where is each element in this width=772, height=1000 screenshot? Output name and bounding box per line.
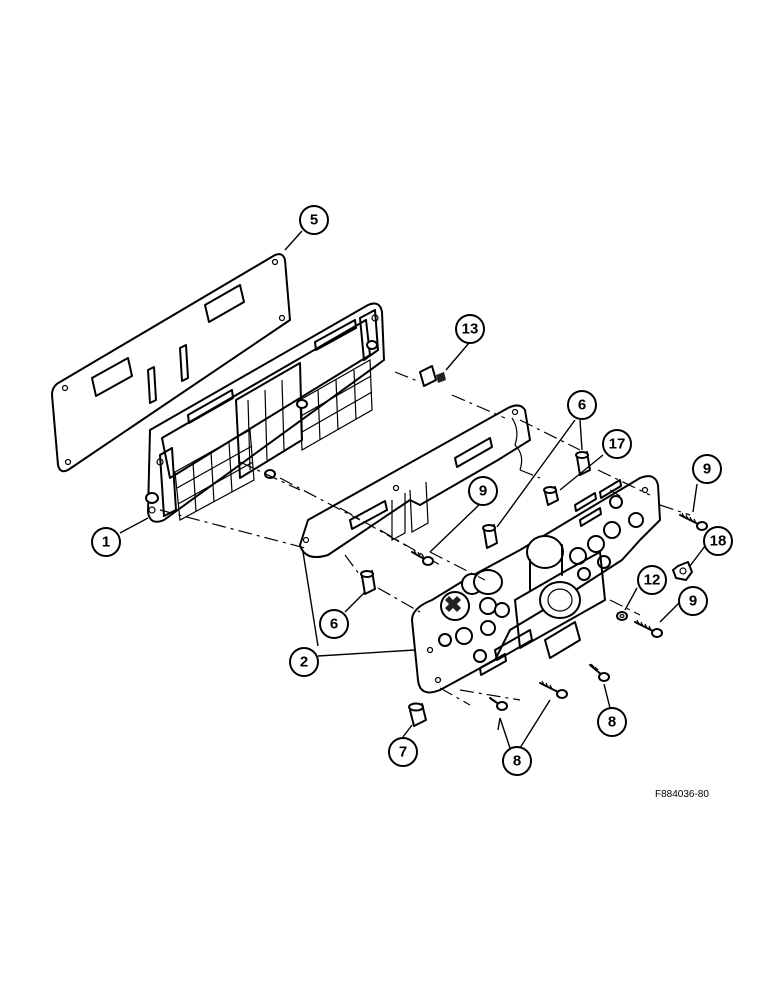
callout-7-label: 7 [399, 744, 407, 761]
part-2-cluster-panel [411, 475, 661, 694]
part-6-spacer-upper [575, 451, 591, 476]
callout-9-bottom-label: 8 [513, 753, 521, 770]
callout-12[interactable]: 12 [637, 565, 667, 595]
callout-6-lower-label: 6 [330, 616, 338, 633]
callout-9-bottom[interactable]: 8 [502, 746, 532, 776]
part-8-screw-lower [589, 663, 610, 682]
callout-2-label: 2 [300, 654, 308, 671]
leader-lines [119, 230, 709, 749]
part-1-housing [145, 302, 385, 523]
callout-6-upper-label: 6 [578, 397, 586, 414]
callout-6-upper[interactable]: 6 [567, 390, 597, 420]
part-9-screw-upper-right [679, 512, 708, 531]
callout-18[interactable]: 18 [703, 526, 733, 556]
part-8-screw-upper [411, 549, 434, 566]
callout-8-upper[interactable]: 9 [468, 476, 498, 506]
callout-9-upper[interactable]: 9 [692, 454, 722, 484]
callout-1[interactable]: 1 [91, 527, 121, 557]
callout-7[interactable]: 7 [388, 737, 418, 767]
callout-12-label: 12 [644, 572, 661, 589]
drawing-reference: F884036-80 [655, 789, 709, 800]
callout-6-lower[interactable]: 6 [319, 609, 349, 639]
callout-5[interactable]: 5 [299, 205, 329, 235]
callout-9-right[interactable]: 9 [678, 586, 708, 616]
part-5-gasket-plate [51, 253, 291, 473]
callout-17[interactable]: 17 [602, 429, 632, 459]
part-7-spacer [408, 702, 427, 727]
callout-5-label: 5 [310, 212, 318, 229]
part-9-screw-bottom-b [539, 680, 568, 699]
callout-13-label: 13 [462, 321, 479, 338]
callouts: 5 13 1 6 17 9 9 18 [91, 205, 733, 776]
callout-17-label: 17 [609, 436, 626, 453]
callout-18-label: 18 [710, 533, 727, 550]
callout-9-right-label: 9 [689, 593, 697, 610]
part-12-washer [616, 611, 628, 621]
callout-8-lower-label: 8 [608, 714, 616, 731]
part-17-spacer [543, 486, 559, 506]
callout-13[interactable]: 13 [455, 314, 485, 344]
callout-8-upper-label: 9 [479, 483, 487, 500]
part-9-screw-right [634, 619, 663, 638]
callout-9-upper-label: 9 [703, 461, 711, 478]
callout-2[interactable]: 2 [289, 647, 319, 677]
callout-1-label: 1 [102, 534, 110, 551]
part-6-spacer-middle [482, 524, 498, 549]
callout-8-lower[interactable]: 8 [597, 707, 627, 737]
part-9-screw-bottom-a [489, 697, 508, 711]
part-18-knob [672, 561, 693, 581]
part-6-spacer-lower [360, 570, 376, 595]
part-13-clip [419, 365, 446, 387]
